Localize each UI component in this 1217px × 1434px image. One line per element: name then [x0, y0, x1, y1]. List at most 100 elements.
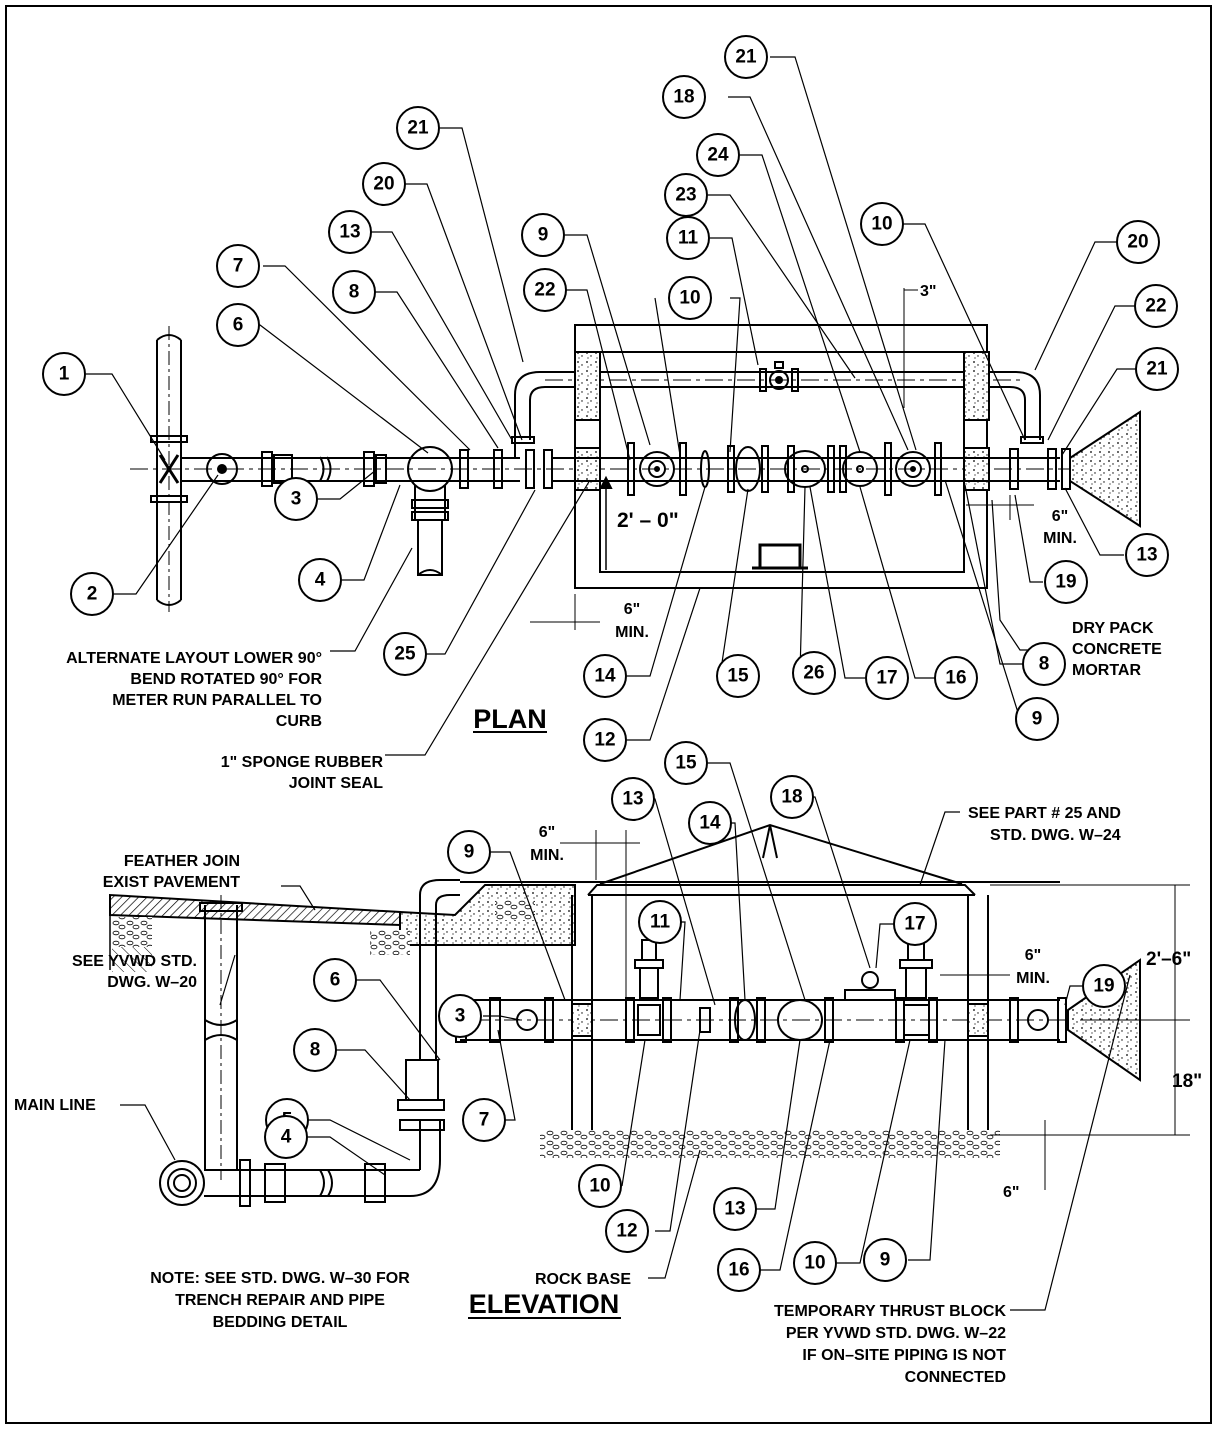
- callout-bubble: 15: [716, 654, 760, 698]
- callout-bubble: 23: [664, 173, 708, 217]
- callout-bubble: 11: [638, 900, 682, 944]
- dry-pack-note: DRY PACK CONCRETE MORTAR: [1072, 620, 1162, 679]
- callout-bubble: 15: [664, 741, 708, 785]
- callout-bubble: 16: [934, 656, 978, 700]
- plan-title: PLAN: [473, 704, 547, 734]
- callout-bubble: 18: [770, 775, 814, 819]
- svg-text:ALTERNATE LAYOUT LOWER 90°: ALTERNATE LAYOUT LOWER 90°: [66, 650, 322, 667]
- svg-text:14: 14: [699, 813, 721, 834]
- callout-bubble: 8: [293, 1028, 337, 1072]
- outer-border: [5, 5, 1212, 1424]
- svg-text:MIN.: MIN.: [530, 847, 564, 864]
- svg-text:9: 9: [880, 1250, 891, 1271]
- main-line-label: MAIN LINE: [14, 1097, 96, 1114]
- dim-2ft-6in: 2'–6": [1146, 949, 1191, 970]
- thrust-block-note: TEMPORARY THRUST BLOCK PER YVWD STD. DWG…: [774, 1303, 1006, 1386]
- svg-text:22: 22: [1145, 296, 1166, 317]
- see-part25-note: SEE PART # 25 AND STD. DWG. W–24: [968, 805, 1121, 844]
- elevation-callouts: 91315141811171968543710121316109: [264, 741, 1126, 1292]
- svg-text:MIN.: MIN.: [1043, 530, 1077, 547]
- callout-bubble: 26: [792, 651, 836, 695]
- svg-text:17: 17: [876, 668, 897, 689]
- dim-6min-plan-b: 6" MIN.: [1043, 508, 1077, 547]
- svg-text:7: 7: [479, 1110, 490, 1131]
- svg-text:12: 12: [594, 730, 615, 751]
- svg-text:4: 4: [281, 1127, 292, 1148]
- svg-text:9: 9: [538, 225, 549, 246]
- callout-bubble: 4: [264, 1115, 308, 1159]
- svg-text:10: 10: [679, 288, 700, 309]
- svg-text:EXIST PAVEMENT: EXIST PAVEMENT: [103, 874, 240, 891]
- svg-text:TEMPORARY THRUST BLOCK: TEMPORARY THRUST BLOCK: [774, 1303, 1006, 1320]
- svg-text:METER RUN PARALLEL TO: METER RUN PARALLEL TO: [112, 692, 322, 709]
- dim-6in: 6": [1003, 1184, 1019, 1201]
- svg-text:MIN.: MIN.: [615, 624, 649, 641]
- svg-text:SEE PART # 25 AND: SEE PART # 25 AND: [968, 805, 1121, 822]
- svg-text:MIN.: MIN.: [1016, 970, 1050, 987]
- svg-text:9: 9: [464, 842, 475, 863]
- svg-text:NOTE: SEE STD. DWG. W–30 FOR: NOTE: SEE STD. DWG. W–30 FOR: [150, 1270, 410, 1287]
- rock-base-label: ROCK BASE: [535, 1271, 631, 1288]
- callout-bubble: 1: [42, 352, 86, 396]
- callout-bubble: 4: [298, 558, 342, 602]
- callout-bubble: 21: [396, 106, 440, 150]
- svg-text:21: 21: [407, 118, 429, 139]
- elevation-title: ELEVATION: [469, 1289, 620, 1319]
- svg-text:6": 6": [539, 824, 555, 841]
- callout-bubble: 25: [383, 632, 427, 676]
- callout-bubble: 8: [1022, 642, 1066, 686]
- svg-text:14: 14: [594, 666, 616, 687]
- svg-text:1: 1: [59, 364, 70, 385]
- svg-text:7: 7: [233, 256, 244, 277]
- svg-text:20: 20: [373, 174, 394, 195]
- callout-bubble: 10: [668, 276, 712, 320]
- callout-bubble: 6: [313, 958, 357, 1002]
- svg-text:8: 8: [349, 282, 360, 303]
- svg-text:15: 15: [727, 666, 749, 687]
- svg-text:16: 16: [728, 1260, 749, 1281]
- svg-text:19: 19: [1093, 976, 1114, 997]
- svg-text:25: 25: [394, 644, 416, 665]
- svg-text:STD. DWG. W–24: STD. DWG. W–24: [990, 827, 1121, 844]
- callout-bubble: 10: [793, 1241, 837, 1285]
- callout-bubble: 21: [1135, 347, 1179, 391]
- callout-bubble: 14: [688, 801, 732, 845]
- callout-bubble: 22: [1134, 284, 1178, 328]
- svg-text:9: 9: [1032, 709, 1043, 730]
- callout-bubble: 2: [70, 572, 114, 616]
- svg-text:20: 20: [1127, 232, 1148, 253]
- svg-text:16: 16: [945, 668, 966, 689]
- svg-text:21: 21: [1146, 359, 1168, 380]
- svg-text:6": 6": [1025, 947, 1041, 964]
- svg-text:19: 19: [1055, 572, 1076, 593]
- svg-text:26: 26: [803, 663, 824, 684]
- svg-text:CONCRETE: CONCRETE: [1072, 641, 1162, 658]
- callout-bubble: 9: [1015, 697, 1059, 741]
- svg-text:23: 23: [675, 185, 696, 206]
- callout-bubble: 7: [462, 1098, 506, 1142]
- svg-text:PER YVWD STD. DWG. W–22: PER YVWD STD. DWG. W–22: [786, 1325, 1006, 1342]
- svg-text:IF ON–SITE PIPING IS NOT: IF ON–SITE PIPING IS NOT: [802, 1347, 1006, 1364]
- svg-text:1" SPONGE RUBBER: 1" SPONGE RUBBER: [221, 754, 384, 771]
- svg-text:11: 11: [678, 228, 699, 249]
- callout-bubble: 19: [1044, 560, 1088, 604]
- svg-text:8: 8: [1039, 654, 1050, 675]
- svg-text:18: 18: [781, 787, 802, 808]
- svg-text:10: 10: [804, 1253, 825, 1274]
- svg-text:JOINT SEAL: JOINT SEAL: [289, 775, 383, 792]
- svg-text:6: 6: [330, 970, 341, 991]
- callout-bubble: 13: [611, 777, 655, 821]
- callout-bubble: 13: [328, 210, 372, 254]
- dim-6min-plan-a: 6" MIN.: [615, 601, 649, 641]
- callout-bubble: 21: [724, 35, 768, 79]
- svg-text:11: 11: [650, 912, 671, 933]
- svg-text:21: 21: [735, 47, 757, 68]
- callout-bubble: 20: [1116, 220, 1160, 264]
- svg-text:BEDDING DETAIL: BEDDING DETAIL: [213, 1314, 348, 1331]
- svg-text:DWG. W–20: DWG. W–20: [107, 974, 197, 991]
- svg-text:22: 22: [534, 280, 555, 301]
- svg-text:2: 2: [87, 584, 98, 605]
- dim-18in: 18": [1172, 1071, 1202, 1092]
